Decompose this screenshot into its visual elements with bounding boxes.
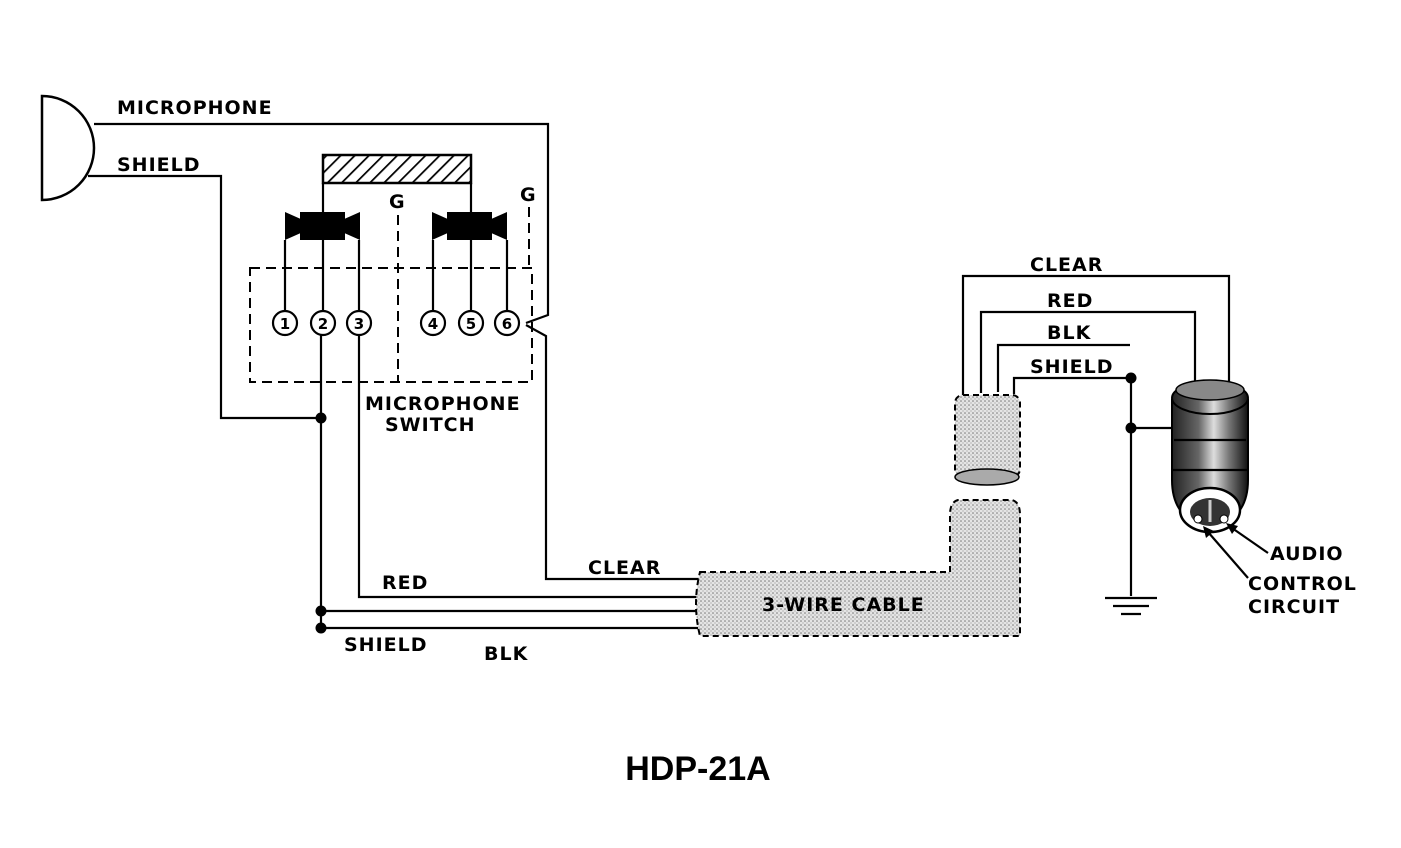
- switch-label-line2: SWITCH: [385, 414, 476, 436]
- switch-housing: [249, 207, 533, 383]
- ground-label-right: G: [520, 184, 537, 206]
- pin-6: 6: [493, 309, 521, 337]
- svg-text:5: 5: [466, 315, 476, 333]
- cable-label: 3-WIRE CABLE: [762, 594, 925, 616]
- microphone-wire-label: MICROPHONE: [117, 97, 273, 119]
- microphone-wire: [94, 122, 550, 325]
- svg-text:3: 3: [354, 315, 364, 333]
- ground-label-left: G: [389, 191, 406, 213]
- mic-shield-label: SHIELD: [117, 154, 201, 176]
- switch-label-line1: MICROPHONE: [365, 393, 521, 415]
- blk-wire-label: BLK: [484, 643, 529, 665]
- plug-clear-wire: [961, 274, 1231, 395]
- pin-3: 3: [345, 309, 373, 337]
- audio-callout-arrow: [1226, 523, 1269, 554]
- cable-shield-label: SHIELD: [344, 634, 428, 656]
- plug-red-wire: [979, 310, 1197, 393]
- junction-dot: [1125, 372, 1137, 384]
- clear-wire: [525, 324, 700, 581]
- pin-5: 5: [457, 309, 485, 337]
- plug-shield-label: SHIELD: [1030, 356, 1114, 378]
- three-wire-cable: 3-WIRE CABLE: [695, 499, 1021, 637]
- diagram-title: HDP-21A: [625, 750, 770, 788]
- audio-label: AUDIO: [1270, 543, 1344, 565]
- plug-connector: [1171, 379, 1249, 534]
- svg-text:4: 4: [428, 315, 438, 333]
- control-circuit-label-line1: CONTROL: [1248, 573, 1357, 595]
- ground-icon: [1105, 596, 1157, 616]
- red-wire-label: RED: [382, 572, 428, 594]
- clear-wire-label: CLEAR: [588, 557, 661, 579]
- cable-end-segment: [954, 394, 1021, 486]
- microphone-element: [40, 94, 96, 202]
- svg-text:6: 6: [502, 315, 512, 333]
- mic-shield-wire: [88, 174, 321, 420]
- control-circuit-label-line2: CIRCUIT: [1248, 596, 1340, 618]
- svg-text:2: 2: [318, 315, 328, 333]
- plug-clear-label: CLEAR: [1030, 254, 1103, 276]
- pin-1: 1: [271, 309, 299, 337]
- contact-block-left: [285, 212, 360, 240]
- control-callout-arrow: [1203, 526, 1249, 579]
- red-wire: [357, 335, 700, 599]
- switch-actuator: [321, 153, 473, 213]
- plug-red-label: RED: [1047, 290, 1093, 312]
- plug-blk-wire: [996, 343, 1130, 392]
- plug-shield-wire: [1012, 376, 1133, 596]
- contact-block-right: [432, 212, 507, 240]
- svg-text:1: 1: [280, 315, 290, 333]
- contact-legs: [283, 240, 509, 310]
- junction-dot: [315, 412, 327, 424]
- pin-4: 4: [419, 309, 447, 337]
- pin-2: 2: [309, 309, 337, 337]
- plug-blk-label: BLK: [1047, 322, 1092, 344]
